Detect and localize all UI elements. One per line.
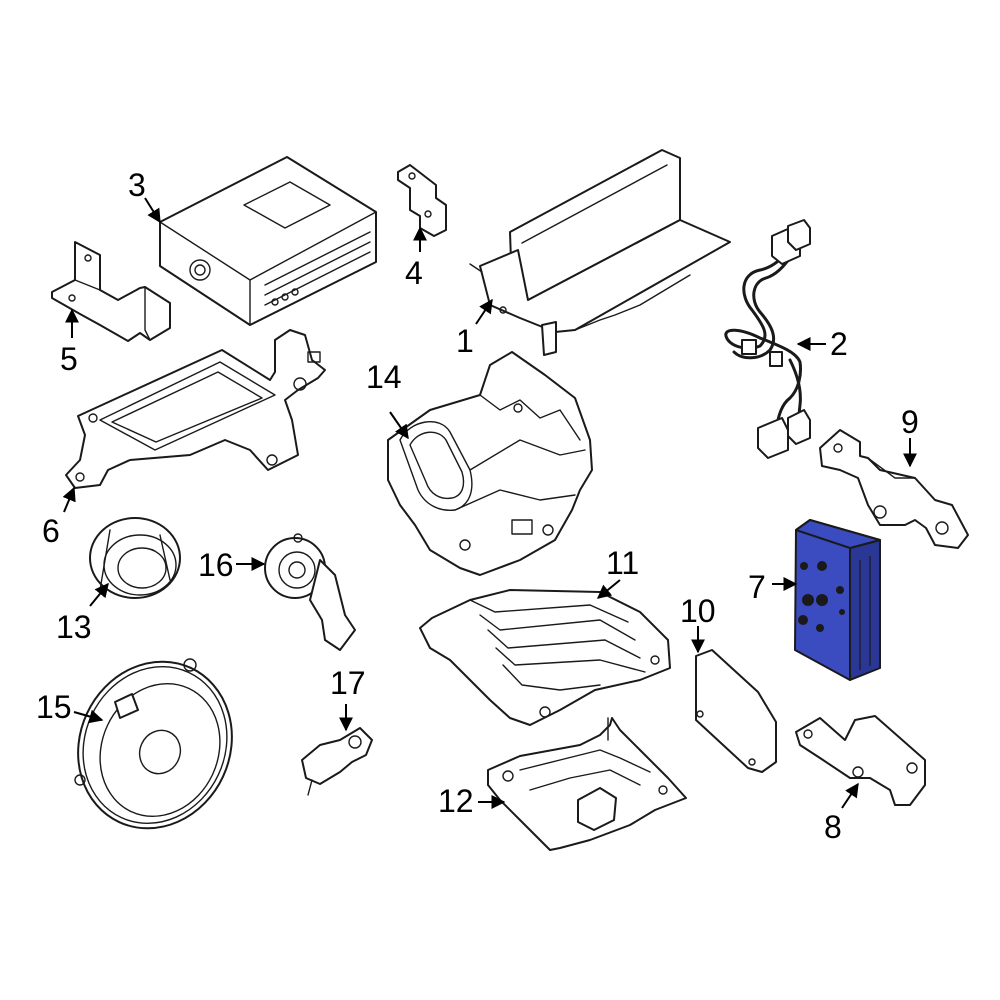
part-8-bracket[interactable] [795, 715, 926, 806]
leader-lines [62, 197, 917, 809]
callout-8: 8 [824, 809, 842, 845]
callout-labels: 3 4 5 1 2 9 14 6 11 16 7 13 10 17 15 12 … [36, 167, 919, 845]
leader-15 [73, 709, 104, 724]
part-16-speaker-bracket[interactable] [264, 533, 356, 651]
callout-9: 9 [901, 404, 919, 440]
callout-13: 13 [56, 609, 92, 645]
part-11-control-module[interactable] [419, 589, 671, 726]
leader-14 [389, 411, 409, 440]
callout-17: 17 [330, 665, 366, 701]
part-9-bracket[interactable] [819, 429, 969, 549]
callout-1: 1 [456, 323, 474, 359]
part-3-radio-unit[interactable] [159, 156, 377, 326]
part-10-cover-plate[interactable] [695, 649, 777, 773]
callout-5: 5 [60, 341, 78, 377]
callout-10: 10 [680, 593, 716, 629]
part-4-bracket[interactable] [397, 164, 447, 237]
callout-15: 15 [36, 689, 72, 725]
part-2-wiring-harness[interactable] [724, 219, 811, 459]
part-6-console-bracket[interactable] [65, 329, 326, 489]
callout-2: 2 [830, 326, 848, 362]
part-7-module-highlighted[interactable] [794, 519, 881, 681]
callout-4: 4 [405, 255, 423, 291]
part-1-display[interactable] [469, 149, 731, 356]
part-14-hvac-assembly[interactable] [387, 351, 593, 576]
callout-16: 16 [198, 547, 234, 583]
part-5-bracket[interactable] [51, 241, 171, 342]
leader-13 [89, 582, 109, 607]
leader-1 [475, 298, 493, 325]
leader-11 [596, 579, 621, 599]
leader-6 [62, 486, 76, 513]
callout-6: 6 [42, 513, 60, 549]
part-13-tweeter[interactable] [89, 517, 181, 599]
callout-7: 7 [748, 569, 766, 605]
callout-12: 12 [438, 783, 474, 819]
part-17-sensor[interactable] [301, 727, 373, 796]
leader-3 [144, 197, 161, 224]
callout-3: 3 [128, 167, 146, 203]
callout-11: 11 [606, 545, 639, 581]
callout-14: 14 [366, 359, 402, 395]
part-12-bracket[interactable] [487, 717, 687, 851]
leader-8 [841, 782, 859, 809]
part-15-speaker[interactable] [51, 636, 259, 853]
